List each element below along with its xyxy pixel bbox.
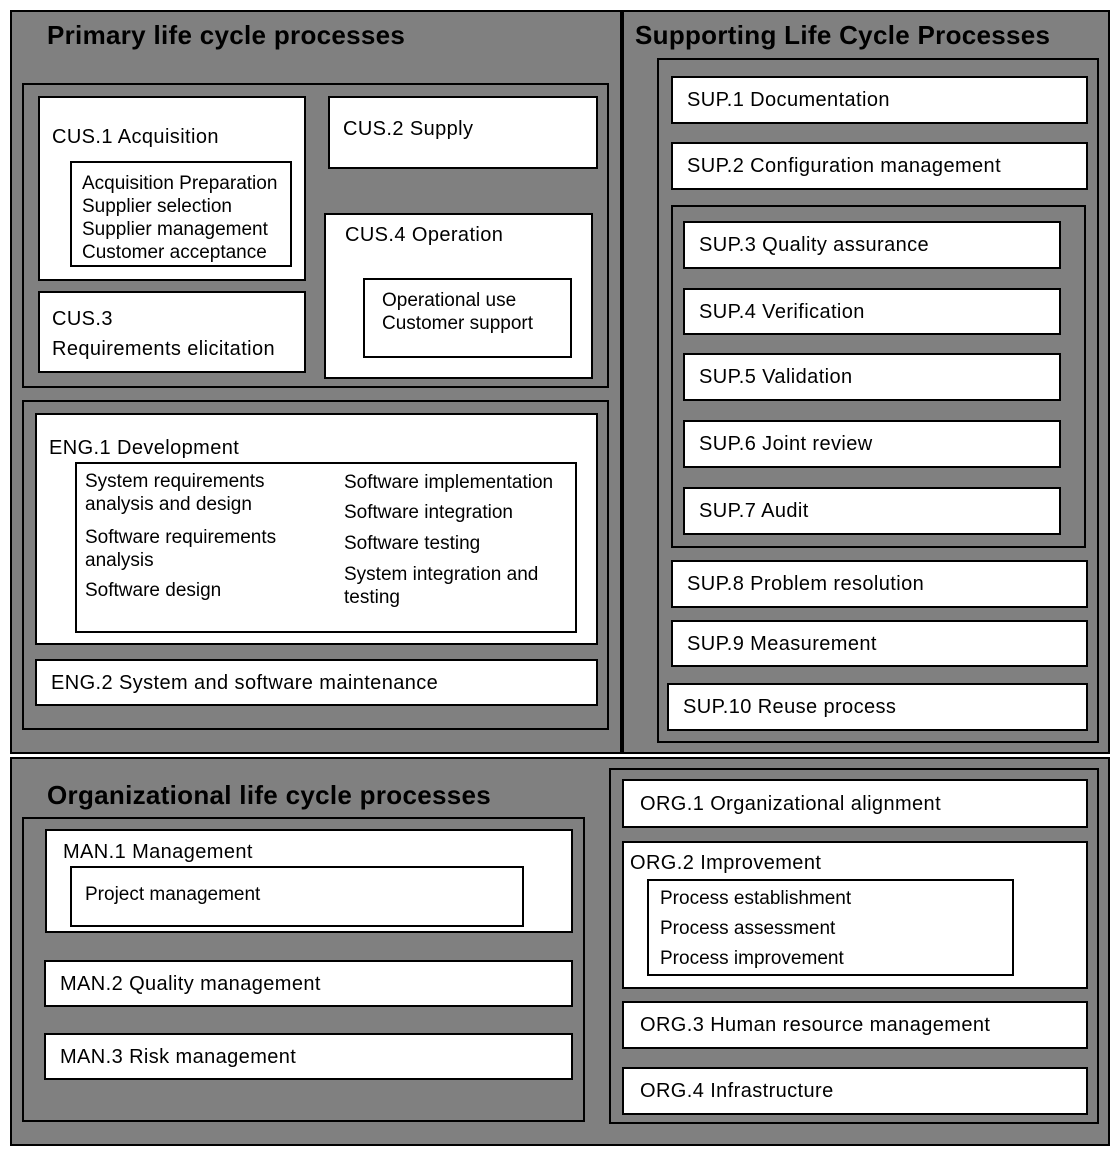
- sup1-label: SUP.1 Documentation: [687, 89, 890, 111]
- org2-activity: Process assessment: [660, 918, 836, 939]
- sup5-box: SUP.5 Validation: [683, 353, 1061, 401]
- cus3-label: CUS.3: [52, 308, 113, 330]
- cus3-sublabel: Requirements elicitation: [52, 338, 276, 360]
- sup2-label: SUP.2 Configuration management: [687, 155, 1002, 177]
- eng1-activity: System requirements analysis and design: [85, 471, 265, 515]
- cus1-activities: Acquisition Preparation Supplier selecti…: [70, 161, 292, 267]
- organizational-title: Organizational life cycle processes: [47, 780, 492, 810]
- cus3-box: [38, 291, 306, 373]
- sup2-box: SUP.2 Configuration management: [671, 142, 1088, 190]
- cus1-activity: Supplier selection: [82, 196, 232, 217]
- sup3-label: SUP.3 Quality assurance: [699, 234, 930, 256]
- cus4-activity: Operational use: [382, 290, 517, 311]
- sup6-label: SUP.6 Joint review: [699, 433, 873, 455]
- cus2-supply-box: [328, 96, 598, 169]
- cus4-activity: Customer support: [382, 313, 534, 334]
- eng1-activity: System integration and testing: [344, 564, 539, 608]
- org1-box: ORG.1 Organizational alignment: [622, 779, 1088, 828]
- eng1-activity: Software design: [85, 580, 222, 601]
- sup6-box: SUP.6 Joint review: [683, 420, 1061, 468]
- eng2-label: ENG.2 System and software maintenance: [51, 671, 439, 694]
- eng2-maintenance-box: ENG.2 System and software maintenance: [35, 659, 598, 706]
- man1-label: MAN.1 Management: [63, 841, 253, 863]
- sup7-label: SUP.7 Audit: [699, 500, 809, 522]
- org3-label: ORG.3 Human resource management: [640, 1014, 991, 1036]
- org1-label: ORG.1 Organizational alignment: [640, 792, 942, 815]
- org2-activity: Process improvement: [660, 948, 844, 969]
- org4-label: ORG.4 Infrastructure: [640, 1080, 834, 1102]
- eng1-activity: Software integration: [344, 502, 513, 523]
- sup8-box: SUP.8 Problem resolution: [671, 560, 1088, 608]
- eng1-activity: Software implementation: [344, 472, 554, 493]
- org2-activity: Process establishment: [660, 888, 852, 909]
- sup4-box: SUP.4 Verification: [683, 288, 1061, 335]
- sup9-label: SUP.9 Measurement: [687, 632, 877, 655]
- cus1-activity: Supplier management: [82, 219, 268, 240]
- org2-activities: Process establishment Process assessment…: [647, 879, 1014, 976]
- sup10-box: SUP.10 Reuse process: [667, 683, 1088, 731]
- man3-label: MAN.3 Risk management: [60, 1045, 297, 1068]
- sup5-label: SUP.5 Validation: [699, 366, 853, 388]
- org4-box: ORG.4 Infrastructure: [622, 1067, 1088, 1115]
- cus4-label: CUS.4 Operation: [345, 224, 504, 246]
- eng1-activity: Software testing: [344, 533, 481, 554]
- org2-label: ORG.2 Improvement: [630, 852, 822, 874]
- eng1-label: ENG.1 Development: [49, 437, 240, 459]
- man3-box: MAN.3 Risk management: [44, 1033, 573, 1080]
- cus1-activity: Acquisition Preparation: [82, 173, 278, 194]
- sup1-box: SUP.1 Documentation: [671, 76, 1088, 124]
- sup3-box: SUP.3 Quality assurance: [683, 221, 1061, 269]
- sup4-label: SUP.4 Verification: [699, 300, 865, 323]
- eng1-activities: System requirements analysis and design …: [75, 462, 577, 633]
- sup10-label: SUP.10 Reuse process: [683, 696, 897, 718]
- cus1-activity: Customer acceptance: [82, 242, 267, 263]
- sup7-box: SUP.7 Audit: [683, 487, 1061, 535]
- cus4-activities: Operational use Customer support: [363, 278, 572, 358]
- cus2-label: CUS.2 Supply: [343, 118, 474, 140]
- man2-label: MAN.2 Quality management: [60, 972, 321, 995]
- man2-box: MAN.2 Quality management: [44, 960, 573, 1007]
- eng1-activity: Software requirements analysis: [85, 527, 277, 571]
- supporting-title: Supporting Life Cycle Processes: [635, 20, 1051, 50]
- man1-activity: Project management: [85, 884, 261, 905]
- man1-activities: Project management: [70, 866, 524, 927]
- primary-title: Primary life cycle processes: [47, 20, 406, 50]
- sup8-label: SUP.8 Problem resolution: [687, 573, 925, 595]
- sup9-box: SUP.9 Measurement: [671, 620, 1088, 667]
- cus1-label: CUS.1 Acquisition: [52, 126, 219, 148]
- org3-box: ORG.3 Human resource management: [622, 1001, 1088, 1049]
